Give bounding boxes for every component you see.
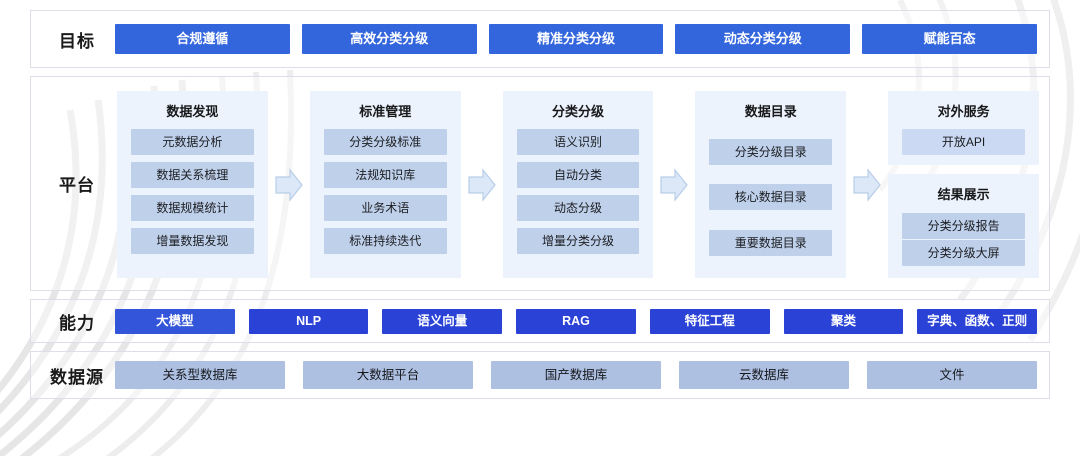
goal-chip[interactable]: 合规遵循 <box>115 24 290 54</box>
platform-stage-classification-grading[interactable]: 分类分级 语义识别 自动分类 动态分级 增量分类分级 <box>502 91 654 278</box>
datasource-chip[interactable]: 关系型数据库 <box>115 361 285 389</box>
stage-item[interactable]: 数据关系梳理 <box>131 162 254 188</box>
datasource-chip[interactable]: 云数据库 <box>679 361 849 389</box>
stage-item[interactable]: 分类分级大屏 <box>902 239 1025 266</box>
stage-card: 数据目录 分类分级目录 核心数据目录 重要数据目录 <box>695 91 847 278</box>
stage-item[interactable]: 数据规模统计 <box>131 195 254 221</box>
stage-card-result-display: 结果展示 分类分级报告 分类分级大屏 <box>888 174 1039 278</box>
ability-chip[interactable]: 字典、函数、正则 <box>917 308 1038 334</box>
stage-item[interactable]: 分类分级标准 <box>323 129 447 155</box>
platform-stage-data-catalog[interactable]: 数据目录 分类分级目录 核心数据目录 重要数据目录 <box>695 91 847 278</box>
stage-item[interactable]: 核心数据目录 <box>709 184 833 211</box>
datasource-chip[interactable]: 文件 <box>867 361 1037 389</box>
stage-item-list: 分类分级标准 法规知识库 业务术语 标准持续迭代 <box>323 129 447 266</box>
stage-title: 对外服务 <box>937 104 990 119</box>
stage-item[interactable]: 业务术语 <box>323 195 447 221</box>
stage-item[interactable]: 增量数据发现 <box>131 228 254 254</box>
stage-card: 数据发现 元数据分析 数据关系梳理 数据规模统计 增量数据发现 <box>117 91 268 278</box>
stage-item[interactable]: 动态分级 <box>516 195 640 221</box>
stage-card: 分类分级 语义识别 自动分类 动态分级 增量分类分级 <box>502 91 654 278</box>
stage-item[interactable]: 分类分级报告 <box>902 212 1025 239</box>
arrow-right-icon <box>461 91 503 278</box>
stage-item-list: 元数据分析 数据关系梳理 数据规模统计 增量数据发现 <box>131 129 254 266</box>
datasource-chip[interactable]: 国产数据库 <box>491 361 661 389</box>
goal-chip[interactable]: 动态分类分级 <box>675 24 851 54</box>
datasource-row: 数据源 关系型数据库 大数据平台 国产数据库 云数据库 文件 <box>30 351 1050 399</box>
stage-item[interactable]: 重要数据目录 <box>709 230 833 257</box>
ability-track: 大模型 NLP 语义向量 RAG 特征工程 聚类 字典、函数、正则 <box>115 308 1041 334</box>
stage-card-external-service: 对外服务 开放API <box>888 91 1039 165</box>
ability-chip[interactable]: 大模型 <box>115 308 235 334</box>
stage-item[interactable]: 语义识别 <box>516 129 640 155</box>
ability-chip[interactable]: 语义向量 <box>382 308 503 334</box>
arrow-right-icon <box>268 91 310 278</box>
stage-item[interactable]: 标准持续迭代 <box>323 228 447 254</box>
datasource-row-label: 数据源 <box>50 367 104 387</box>
platform-track: 数据发现 元数据分析 数据关系梳理 数据规模统计 增量数据发现 标准管理 <box>115 77 1041 290</box>
stage-item[interactable]: 分类分级目录 <box>709 138 833 165</box>
stage-title: 分类分级 <box>551 104 604 119</box>
arrow-right-icon <box>846 91 888 278</box>
stage-item-list: 语义识别 自动分类 动态分级 增量分类分级 <box>516 129 640 266</box>
stage-card: 标准管理 分类分级标准 法规知识库 业务术语 标准持续迭代 <box>309 91 461 278</box>
platform-stage-standard-management[interactable]: 标准管理 分类分级标准 法规知识库 业务术语 标准持续迭代 <box>309 91 461 278</box>
platform-stage-data-discovery[interactable]: 数据发现 元数据分析 数据关系梳理 数据规模统计 增量数据发现 <box>117 91 268 278</box>
ability-chip[interactable]: 特征工程 <box>649 308 770 334</box>
stage-title: 数据发现 <box>166 104 219 119</box>
ability-row: 能力 大模型 NLP 语义向量 RAG 特征工程 聚类 字典、函数、正则 <box>30 299 1050 343</box>
stage-item[interactable]: 开放API <box>902 129 1025 155</box>
stage-item-list: 分类分级目录 核心数据目录 重要数据目录 <box>709 129 833 266</box>
platform-stage-output[interactable]: 对外服务 开放API 结果展示 分类分级报告 分类分级大屏 <box>888 91 1039 278</box>
stage-title: 标准管理 <box>359 104 412 119</box>
stage-item[interactable]: 自动分类 <box>516 162 640 188</box>
ability-chip[interactable]: 聚类 <box>783 308 904 334</box>
stage-item[interactable]: 增量分类分级 <box>516 228 640 254</box>
goal-chip[interactable]: 赋能百态 <box>862 24 1037 54</box>
goals-track: 合规遵循 高效分类分级 精准分类分级 动态分类分级 赋能百态 <box>115 24 1041 54</box>
ability-chip[interactable]: RAG <box>516 308 636 334</box>
datasource-chip[interactable]: 大数据平台 <box>303 361 473 389</box>
ability-row-label: 能力 <box>59 313 95 333</box>
stage-item-list: 分类分级报告 分类分级大屏 <box>902 212 1025 266</box>
stage-title: 结果展示 <box>937 187 990 202</box>
goal-chip[interactable]: 高效分类分级 <box>301 24 477 54</box>
datasource-track: 关系型数据库 大数据平台 国产数据库 云数据库 文件 <box>115 361 1041 389</box>
arrow-right-icon <box>653 91 695 278</box>
goals-row: 目标 合规遵循 高效分类分级 精准分类分级 动态分类分级 赋能百态 <box>30 10 1050 68</box>
ability-chip[interactable]: NLP <box>248 308 369 334</box>
stage-item[interactable]: 元数据分析 <box>131 129 254 155</box>
goal-chip[interactable]: 精准分类分级 <box>488 24 664 54</box>
stage-title: 数据目录 <box>744 104 797 119</box>
platform-row-label: 平台 <box>59 176 95 195</box>
goals-row-label: 目标 <box>59 31 95 51</box>
platform-row: 平台 数据发现 元数据分析 数据关系梳理 数据规模统计 增量数据发现 <box>30 76 1050 291</box>
stage-item[interactable]: 法规知识库 <box>323 162 447 188</box>
stage-item-list: 开放API <box>902 129 1025 155</box>
